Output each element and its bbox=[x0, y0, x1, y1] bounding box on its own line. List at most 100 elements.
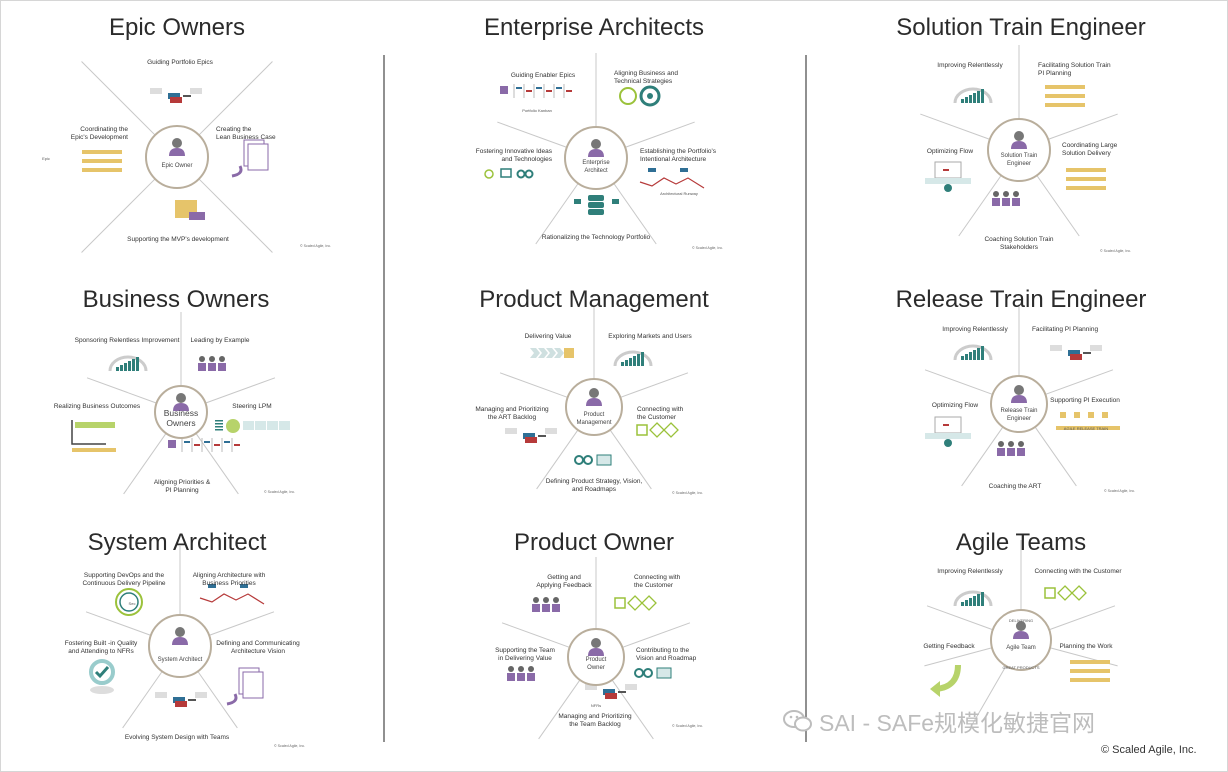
panel-copyright: © Scaled Agile, Inc. bbox=[274, 744, 306, 748]
bino-icon bbox=[634, 668, 644, 678]
panel-copyright: © Scaled Agile, Inc. bbox=[264, 490, 296, 494]
people-icon bbox=[1012, 198, 1020, 206]
cards-icon bbox=[523, 433, 535, 439]
responsibility-label: Optimizing Flow bbox=[926, 148, 974, 155]
bino-icon bbox=[596, 454, 612, 466]
person-icon bbox=[591, 139, 601, 149]
cards-icon bbox=[585, 684, 597, 690]
person-icon bbox=[586, 398, 602, 406]
people-icon bbox=[199, 356, 205, 362]
icon-caption: AGILE RELEASE TRAIN bbox=[1063, 426, 1109, 431]
lanes-icon bbox=[1066, 177, 1106, 181]
bars-icon bbox=[120, 365, 123, 371]
people-icon bbox=[528, 666, 534, 672]
person-icon bbox=[1011, 395, 1027, 403]
person-icon bbox=[173, 403, 189, 411]
responsibility-label: Supporting the MVP's development bbox=[127, 236, 229, 243]
target-icon bbox=[647, 93, 653, 99]
ideas-icon bbox=[484, 169, 494, 179]
person-icon bbox=[588, 149, 604, 157]
role-name: Product Management bbox=[576, 412, 612, 426]
icon-caption: NFRs bbox=[590, 703, 602, 708]
spoke-line bbox=[1047, 113, 1118, 140]
lanes-icon bbox=[1070, 660, 1110, 664]
role-circle bbox=[990, 609, 1052, 671]
responsibility-label: Defining Product Strategy, Vision, and R… bbox=[545, 478, 643, 493]
responsibility-label: Facilitating Solution Train PI Planning bbox=[1038, 62, 1111, 77]
target-icon bbox=[639, 85, 661, 107]
people-icon bbox=[198, 363, 206, 371]
responsibility-label: Getting Feedback bbox=[923, 643, 975, 650]
cards-icon bbox=[605, 693, 617, 699]
panel-copyright: © Scaled Agile, Inc. bbox=[692, 246, 724, 250]
people-icon bbox=[527, 673, 535, 681]
responsibility-label: Sponsoring Relentless Improvement bbox=[74, 337, 180, 344]
responsibility-label: Managing and Prioritizing the ART Backlo… bbox=[475, 406, 549, 421]
cards-icon bbox=[1070, 354, 1082, 360]
panel-copyright: © Scaled Agile, Inc. bbox=[672, 491, 704, 495]
lanes-icon bbox=[1045, 85, 1085, 89]
spoke-line bbox=[86, 377, 157, 404]
board-icon bbox=[944, 439, 952, 447]
spoke-line bbox=[620, 372, 689, 398]
role-name: Release Train Engineer bbox=[1000, 408, 1038, 422]
ideas-icon bbox=[516, 169, 526, 179]
runway-icon bbox=[199, 593, 265, 605]
spoke-line bbox=[926, 605, 993, 631]
spoke-line bbox=[198, 61, 273, 136]
bars-icon bbox=[961, 99, 964, 103]
bars-icon bbox=[973, 596, 976, 606]
chev-icon bbox=[546, 348, 556, 358]
kanban-icon bbox=[516, 87, 522, 89]
spoke-line bbox=[970, 665, 1007, 727]
people-icon bbox=[1018, 441, 1024, 447]
bars-icon bbox=[953, 344, 993, 361]
spoke-line bbox=[81, 61, 156, 136]
bars-icon bbox=[124, 363, 127, 371]
responsibility-label: Leading by Example bbox=[190, 337, 250, 344]
responsibility-label: Aligning Priorities & PI Planning bbox=[153, 479, 211, 494]
kanban-icon bbox=[204, 441, 210, 443]
pie-icon bbox=[215, 423, 223, 425]
bars-icon bbox=[973, 350, 976, 360]
person-icon bbox=[589, 388, 599, 398]
people-icon bbox=[553, 597, 559, 603]
panel-title: System Architect bbox=[87, 529, 267, 556]
cards-icon bbox=[1050, 345, 1062, 351]
people-icon bbox=[518, 666, 524, 672]
kanban-icon bbox=[556, 87, 562, 89]
spoke-line bbox=[195, 433, 239, 495]
board-icon bbox=[925, 433, 971, 439]
bars-icon bbox=[108, 355, 148, 372]
bars-icon bbox=[116, 367, 119, 371]
lanes-icon bbox=[82, 159, 122, 163]
people-icon bbox=[1002, 198, 1010, 206]
person-icon bbox=[1014, 385, 1024, 395]
responsibility-label: Realizing Business Outcomes bbox=[53, 403, 141, 410]
pie-icon bbox=[215, 426, 223, 428]
bars-icon bbox=[613, 350, 653, 367]
spoke-line bbox=[613, 183, 657, 245]
spoke-line bbox=[499, 372, 568, 398]
db-icon bbox=[588, 195, 604, 201]
spoke-line bbox=[611, 679, 654, 740]
box-icon bbox=[189, 212, 205, 220]
panel-title: Product Owner bbox=[513, 529, 675, 556]
diam-icon bbox=[663, 422, 679, 438]
ideas-icon bbox=[524, 169, 534, 179]
responsibility-label: Coaching the ART bbox=[988, 483, 1042, 490]
person-icon bbox=[172, 138, 182, 148]
responsibility-label: Connecting with the Customer bbox=[637, 406, 684, 421]
diam-icon bbox=[1071, 585, 1087, 601]
panel-title: Solution Train Engineer bbox=[896, 14, 1146, 41]
role-name: Agile Team bbox=[1006, 645, 1036, 651]
doc-icon bbox=[247, 143, 269, 171]
pie-icon bbox=[243, 421, 254, 430]
doc-icon bbox=[231, 165, 243, 178]
doc-icon bbox=[242, 671, 264, 699]
kanban-icon bbox=[526, 90, 532, 92]
responsibility-label: Supporting the Team in Delivering Value bbox=[495, 647, 555, 662]
bars-icon bbox=[629, 358, 632, 366]
spoke-line bbox=[501, 622, 570, 648]
cards-icon bbox=[195, 692, 207, 698]
